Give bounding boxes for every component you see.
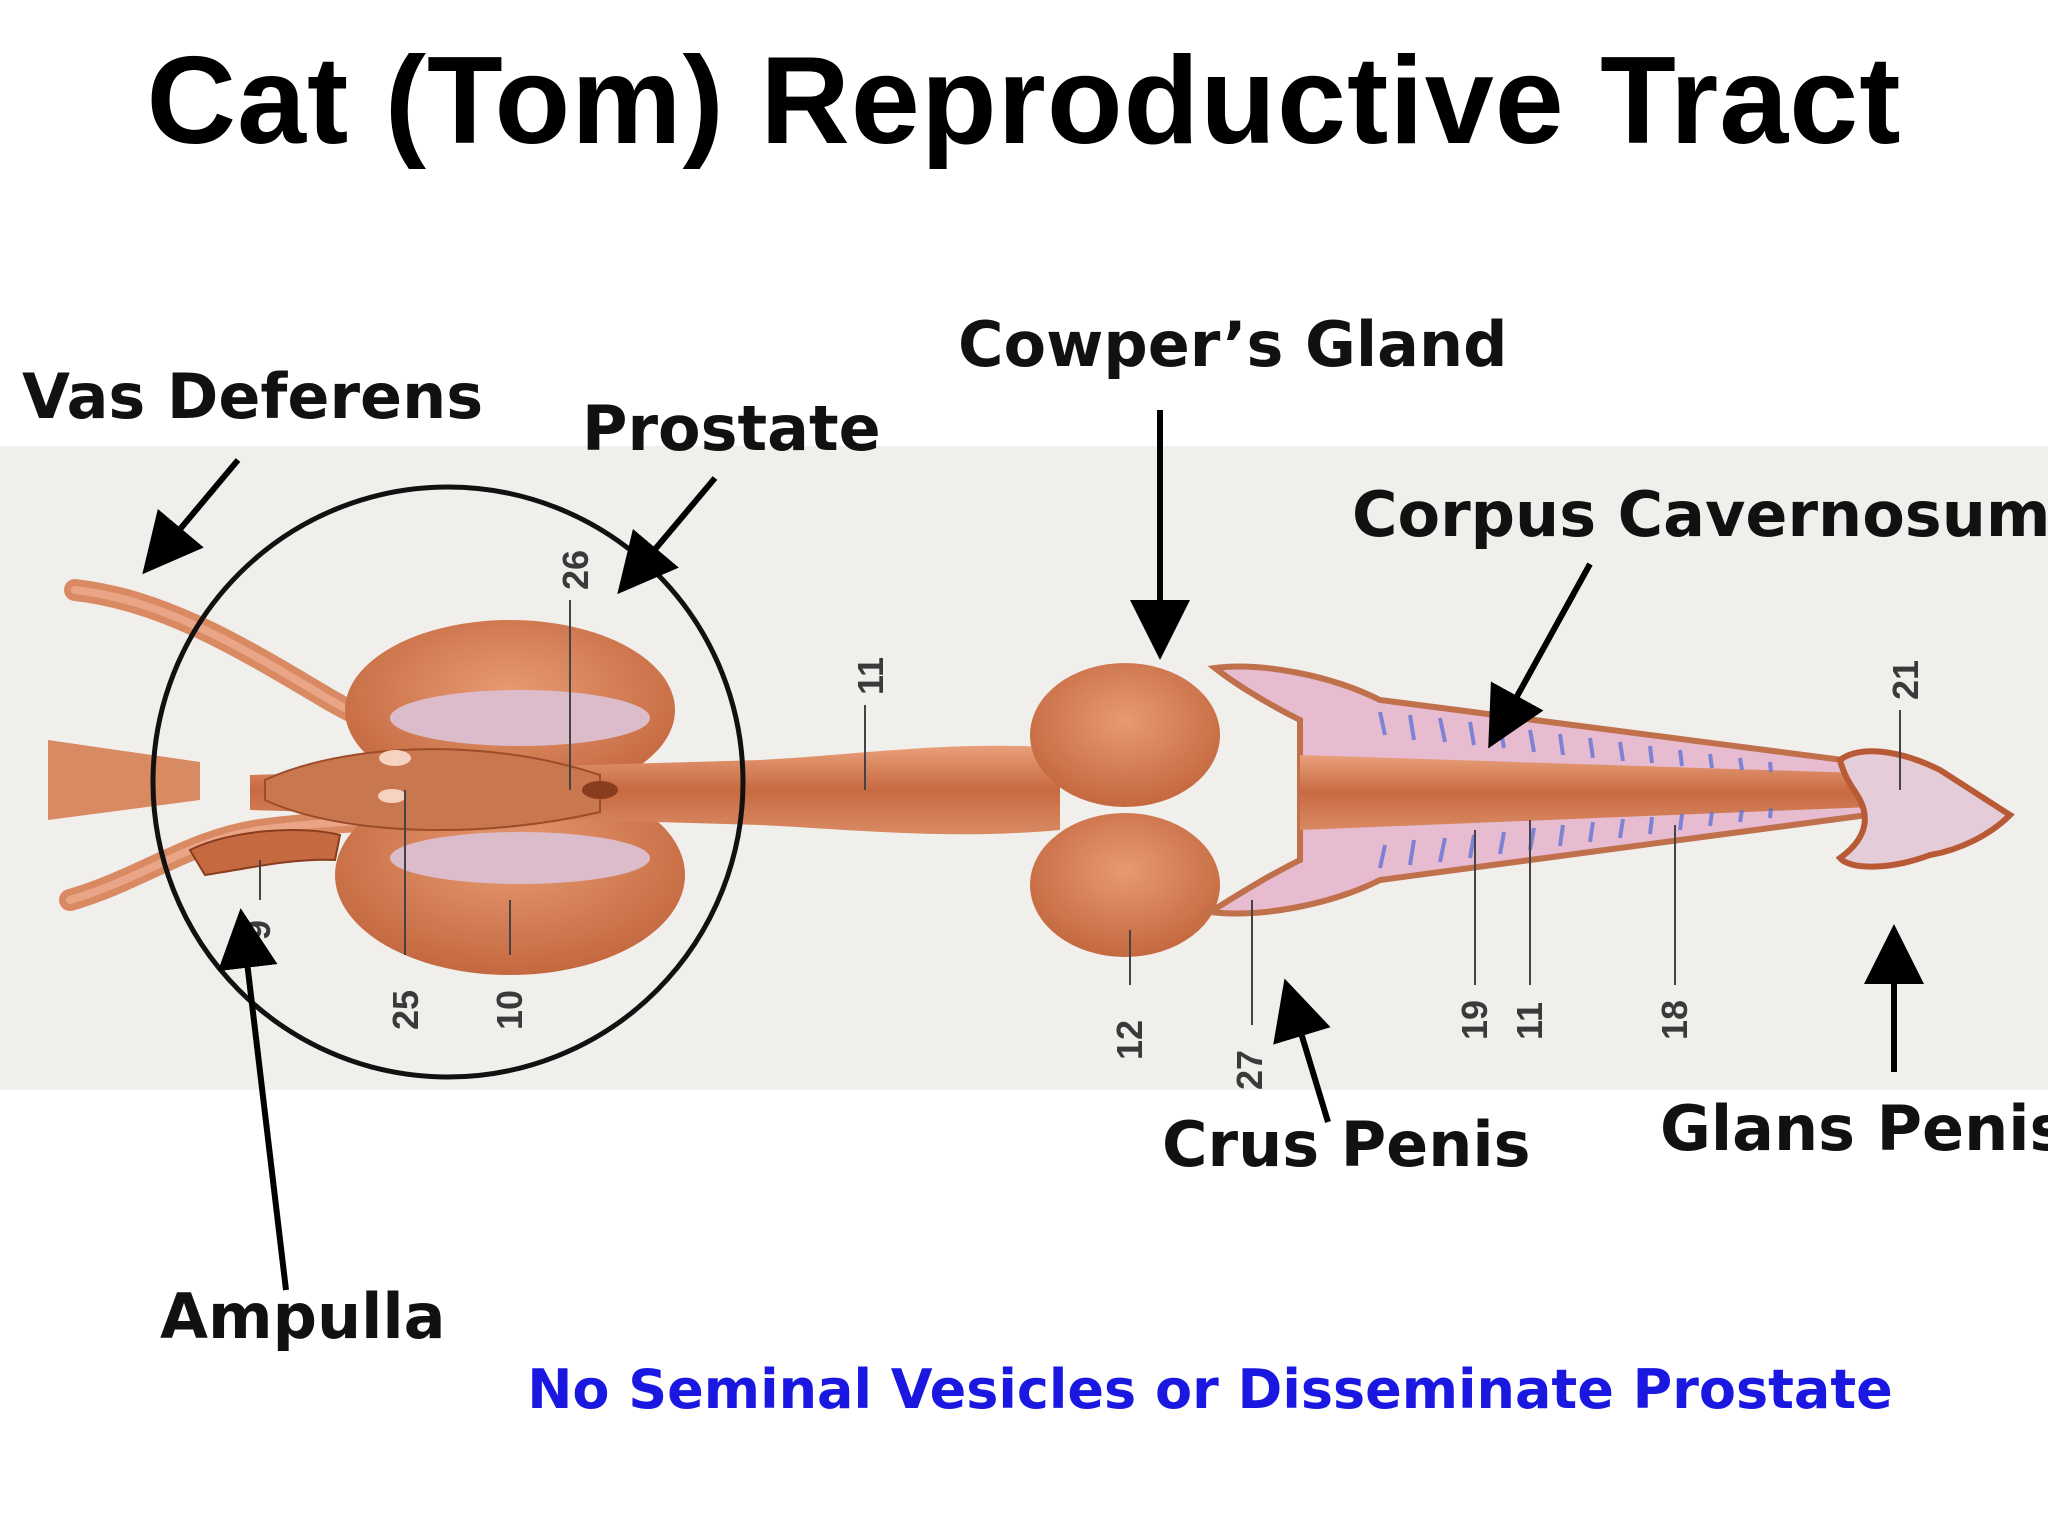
ref-number-27: 27 xyxy=(1229,1050,1270,1090)
cowpers-glands xyxy=(1030,663,1220,957)
label-cowpers-gland: Cowper’s Gland xyxy=(958,308,1508,381)
ref-number-10: 10 xyxy=(489,990,530,1030)
label-glans-penis: Glans Penis xyxy=(1660,1092,2048,1165)
label-ampulla: Ampulla xyxy=(160,1280,445,1353)
ref-number-12: 12 xyxy=(1109,1020,1150,1060)
arrow-vas-deferens xyxy=(142,458,241,575)
glans-penis-shape xyxy=(1835,748,2015,870)
label-corpus-cavernosum: Corpus Cavernosum xyxy=(1352,478,2048,551)
ref-number-25: 25 xyxy=(385,990,426,1030)
footnote: No Seminal Vesicles or Disseminate Prost… xyxy=(527,1358,1893,1421)
ref-number-21: 21 xyxy=(1885,660,1926,700)
page-title: Cat (Tom) Reproductive Tract xyxy=(146,32,1902,170)
penis-body xyxy=(1200,663,1923,917)
label-vas-deferens: Vas Deferens xyxy=(22,360,483,433)
arrow-crus-penis xyxy=(1273,978,1331,1123)
ref-number-18: 18 xyxy=(1654,1000,1695,1040)
prostate-highlight-circle xyxy=(150,484,746,1080)
ref-number-26: 26 xyxy=(555,550,596,590)
arrow-prostate xyxy=(617,476,718,595)
arrow-corpus-cavernosum xyxy=(1488,562,1593,749)
ref-number-11-upper: 11 xyxy=(850,657,891,695)
ampulla-shape xyxy=(188,829,342,877)
ref-number-11-lower: 11 xyxy=(1509,1002,1550,1040)
arrow-ampulla xyxy=(217,908,289,1291)
label-prostate: Prostate xyxy=(582,392,881,465)
label-crus-penis: Crus Penis xyxy=(1162,1108,1531,1181)
ref-number-19: 19 xyxy=(1454,1000,1495,1040)
